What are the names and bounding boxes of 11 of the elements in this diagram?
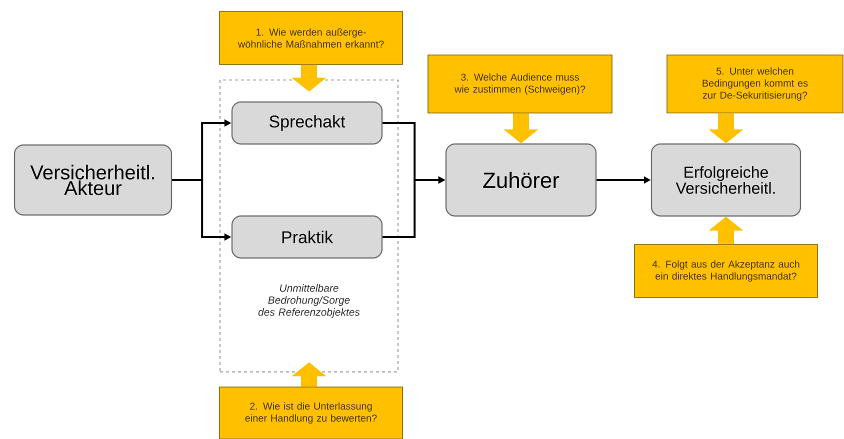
question-box: 5. Unter welchen Bedingungen kommt es zur De-Sekuritisierung? xyxy=(666,54,844,114)
frame-caption: Unmittelbare Bedrohung/Sorge des Referenzobjektes xyxy=(258,284,360,318)
process-box: Erfolgreiche Versicherheitl. xyxy=(650,143,802,217)
process-box: Praktik xyxy=(231,215,383,259)
question-box: 1. Wie werden außerge- wöhnliche Maßnahmen erkannt? xyxy=(219,11,403,65)
question-box: 4. Folgt aus der Akzeptanz auch ein direktes Handlungsmandat? xyxy=(634,244,818,298)
question-box: 2. Wie ist die Unterlassung einer Handlung zu bewerten? xyxy=(219,386,403,439)
process-box: Sprechakt xyxy=(231,101,383,145)
process-box: Zuhörer xyxy=(445,143,597,217)
question-box: 3. Welche Audience muss wie zustimmen (Schweigen)? xyxy=(428,54,612,114)
process-box: Versicherheitl. Akteur xyxy=(14,144,172,216)
